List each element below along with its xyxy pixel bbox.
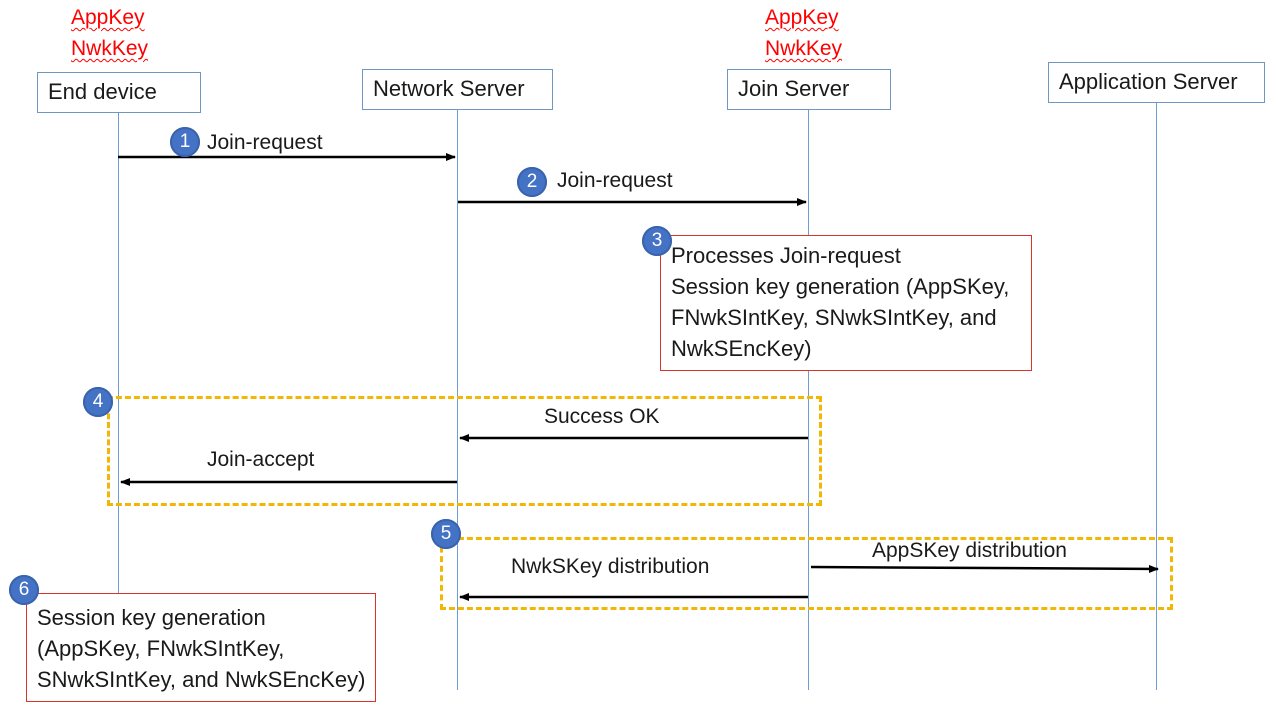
appskey-distribution-label: AppSKey distribution bbox=[872, 539, 1067, 562]
join-server-appkey-label: AppKey bbox=[765, 6, 839, 29]
step-2-badge: 2 bbox=[517, 167, 547, 197]
success-ok-label: Success OK bbox=[544, 405, 660, 428]
note-line: SNwkSIntKey, and NwkSEncKey) bbox=[37, 667, 366, 692]
step-5-badge: 5 bbox=[431, 519, 461, 549]
end-device-appkey-label: AppKey bbox=[71, 6, 145, 29]
note-line: Processes Join-request bbox=[671, 243, 901, 268]
network-server-box[interactable]: Network Server bbox=[362, 69, 553, 110]
note-line: FNwkSIntKey, SNwkSIntKey, and bbox=[671, 305, 997, 330]
step-4-badge: 4 bbox=[83, 387, 113, 417]
appskey-distribution-arrow bbox=[810, 564, 1159, 573]
join-server-box[interactable]: Join Server bbox=[727, 69, 891, 110]
step-4-group bbox=[107, 396, 822, 506]
nwkskey-distribution-label: NwkSKey distribution bbox=[511, 555, 710, 578]
note-line: Session key generation bbox=[37, 605, 266, 630]
end-device-box[interactable]: End device bbox=[37, 72, 201, 113]
join-server-lifeline bbox=[808, 109, 809, 690]
network-server-lifeline bbox=[457, 109, 458, 690]
step-6-badge: 6 bbox=[9, 575, 39, 605]
join-request-label-1: Join-request bbox=[207, 131, 323, 154]
join-server-nwkkey-label: NwkKey bbox=[765, 37, 843, 60]
end-device-lifeline bbox=[118, 112, 119, 690]
note-line: (AppSKey, FNwkSIntKey, bbox=[37, 636, 285, 661]
end-device-nwkkey-label: NwkKey bbox=[71, 37, 149, 60]
step-1-badge: 1 bbox=[170, 127, 200, 157]
note-line: Session key generation (AppSKey, bbox=[671, 274, 1010, 299]
note-line: NwkSEncKey) bbox=[671, 336, 812, 361]
step-3-badge: 3 bbox=[642, 226, 672, 256]
join-server-processing-note: Processes Join-request Session key gener… bbox=[660, 235, 1032, 371]
join-request-label-2: Join-request bbox=[557, 169, 673, 192]
step-5-group bbox=[440, 537, 1173, 610]
end-device-key-generation-note: Session key generation (AppSKey, FNwkSIn… bbox=[26, 593, 376, 702]
join-accept-label: Join-accept bbox=[207, 448, 315, 471]
application-server-lifeline bbox=[1156, 103, 1157, 690]
application-server-box[interactable]: Application Server bbox=[1048, 62, 1265, 103]
